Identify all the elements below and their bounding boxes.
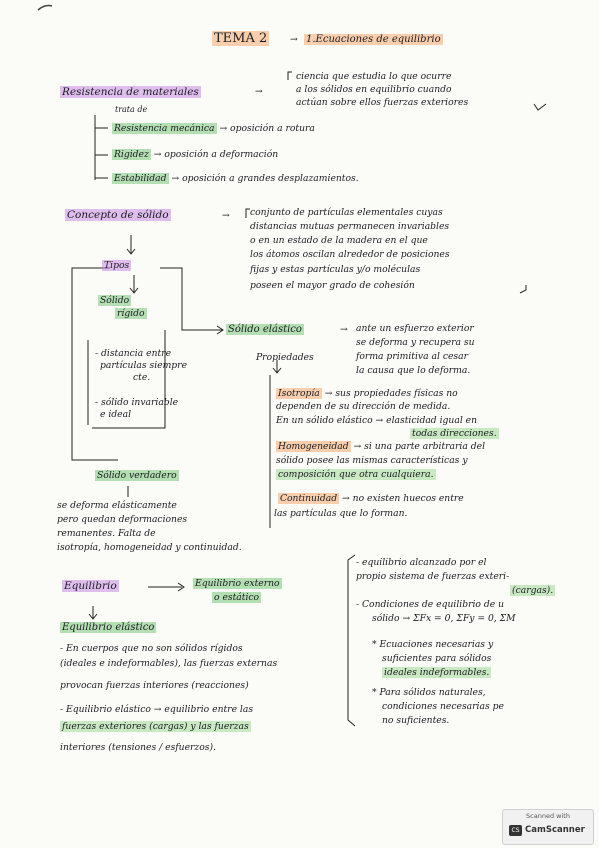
verdadero-note: isotropía, homogeneidad y continuidad.: [57, 542, 242, 553]
elastico-def-line: forma primitiva al cesar: [356, 351, 469, 362]
resistencia-item: Resistencia mecánica → oposición a rotur…: [112, 123, 315, 134]
concepto-def-line: los átomos oscilan alrededor de posicion…: [250, 249, 450, 260]
equilibrio-title: Equilibrio: [62, 580, 119, 592]
rigido-note: cte.: [133, 372, 151, 383]
trata-de-label: trata de: [115, 105, 148, 114]
rigido-label: rígido: [115, 308, 147, 319]
homogeneidad-line: composición que otra cualquiera.: [276, 469, 436, 480]
concepto-def-line: distancias mutuas permanecen invariables: [250, 221, 450, 232]
resistencia-def-line: actúan sobre ellos fuerzas exteriores: [296, 97, 469, 108]
resistencia-def-line: a los sólidos en equilibrio cuando: [296, 84, 452, 95]
header-subtitle: 1.Ecuaciones de equilibrio: [304, 34, 443, 45]
equilibrio-right-line: - equilibrio alcanzado por el: [356, 557, 487, 568]
scanned-with-label: Scanned with: [526, 812, 570, 820]
equilibrio-right-line: condiciones necesarias pe: [382, 701, 504, 712]
equilibrio-elastico-line: - En cuerpos que no son sólidos rígidos: [60, 643, 243, 654]
equilibrio-elastico-line: - Equilibrio elástico → equilibrio entre…: [60, 704, 254, 715]
resistencia-def-line: ciencia que estudia lo que ocurre: [296, 71, 452, 82]
equilibrio-right-line: ideales indeformables.: [382, 667, 492, 678]
equilibrio-right-line: propio sistema de fuerzas exteri-: [356, 571, 510, 582]
concepto-def-line: o en un estado de la madera en el que: [250, 235, 428, 246]
tema-title: TEMA 2: [212, 31, 270, 46]
elastico-label: Sólido elástico: [226, 324, 304, 335]
equilibrio-elastico-line: fuerzas exteriores (cargas) y las fuerza…: [60, 721, 251, 732]
camscanner-watermark: Scanned with CS CamScanner: [502, 809, 594, 845]
concepto-def-line: conjunto de partículas elementales cuyas: [250, 207, 443, 218]
equilibrio-externo: o estático: [212, 592, 262, 603]
homogeneidad-line: Homogeneidad → si una parte arbitraria d…: [276, 441, 486, 452]
equilibrio-right-line: sólido → ΣFx = 0, ΣFy = 0, ΣM: [372, 613, 516, 624]
equilibrio-right-line: * Para sólidos naturales,: [372, 687, 486, 698]
rigido-note: - sólido invariable: [95, 397, 179, 408]
equilibrio-right-line: - Condiciones de equilibrio de u: [356, 599, 505, 610]
resistencia-title: Resistencia de materiales: [60, 86, 201, 98]
equilibrio-elastico-line: provocan fuerzas interiores (reacciones): [60, 680, 249, 691]
continuidad-line: Continuidad → no existen huecos entre: [278, 493, 464, 504]
rigido-note: partículas siempre: [100, 360, 188, 371]
concepto-def-line: fijas y estas partículas y/o moléculas: [250, 264, 421, 275]
elastico-def-line: la causa que lo deforma.: [356, 365, 471, 376]
concepto-title: Concepto de sólido: [65, 209, 171, 221]
camscanner-logo-icon: CS: [509, 825, 522, 836]
equilibrio-right-line: no suficientes.: [382, 715, 450, 726]
concepto-def-line: poseen el mayor grado de cohesión: [250, 280, 415, 291]
rigido-note: - distancia entre: [95, 348, 172, 359]
equilibrio-externo: Equilibrio externo: [193, 578, 282, 589]
equilibrio-elastico-line: interiores (tensiones / esfuerzos).: [60, 742, 217, 753]
verdadero-label: Sólido verdadero: [95, 470, 179, 481]
verdadero-note: pero quedan deformaciones: [57, 514, 188, 525]
verdadero-note: remanentes. Falta de: [57, 528, 156, 539]
elastico-arrow: →: [340, 324, 348, 335]
continuidad-line: las partículas que lo forman.: [274, 508, 408, 519]
equilibrio-right-line: suficientes para sólidos: [382, 653, 492, 664]
equilibrio-right-line: (cargas).: [510, 585, 556, 596]
isotropia-line: todas direcciones.: [410, 428, 499, 439]
equilibrio-elastico-line: (ideales e indeformables), las fuerzas e…: [60, 658, 278, 669]
equilibrio-elastico-title: Equilibrio elástico: [60, 622, 157, 633]
isotropia-line: dependen de su dirección de medida.: [276, 401, 451, 412]
verdadero-note: se deforma elásticamente: [57, 500, 177, 511]
homogeneidad-line: sólido posee las mismas características …: [276, 455, 468, 466]
propiedades-label: Propiedades: [256, 352, 314, 363]
header-arrow: →: [290, 34, 298, 45]
equilibrio-right-line: * Ecuaciones necesarias y: [372, 639, 494, 650]
resistencia-arrow: →: [255, 86, 263, 97]
isotropia-line: Isotropía → sus propiedades físicas no: [276, 388, 458, 399]
resistencia-item: Rigidez → oposición a deformación: [112, 149, 279, 160]
camscanner-brand: CamScanner: [525, 825, 585, 835]
rigido-note: e ideal: [100, 409, 132, 420]
resistencia-item: Estabilidad → oposición a grandes despla…: [112, 173, 359, 184]
concepto-arrow: →: [222, 210, 230, 221]
isotropia-line: En un sólido elástico → elasticidad igua…: [276, 415, 478, 426]
elastico-def-line: ante un esfuerzo exterior: [356, 323, 474, 334]
tipos-label: Tipos: [102, 260, 132, 271]
elastico-def-line: se deforma y recupera su: [356, 337, 475, 348]
rigido-label: Sólido: [98, 295, 132, 306]
